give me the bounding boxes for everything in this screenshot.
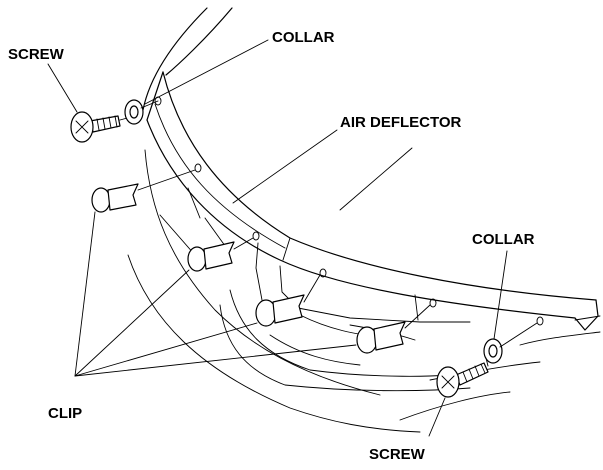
screw-top-part — [70, 111, 132, 143]
bumper-body-lines — [127, 7, 601, 433]
label-collar-top: COLLAR — [272, 29, 335, 46]
label-screw-bottom: SCREW — [369, 446, 426, 463]
label-air-deflector: AIR DEFLECTOR — [340, 114, 462, 131]
label-collar-right: COLLAR — [472, 231, 535, 248]
clip-4 — [356, 304, 431, 354]
air-deflector-part — [146, 71, 599, 331]
mounting-holes — [154, 96, 544, 326]
collar-right-part — [483, 322, 538, 364]
clip-1 — [91, 169, 196, 213]
screw-bottom-part — [436, 357, 489, 398]
label-clip: CLIP — [48, 405, 82, 422]
leader-lines — [47, 39, 508, 437]
collar-top-part — [124, 99, 159, 125]
clip-3 — [255, 274, 321, 327]
clip-2 — [187, 237, 254, 272]
label-screw-top: SCREW — [8, 46, 65, 63]
